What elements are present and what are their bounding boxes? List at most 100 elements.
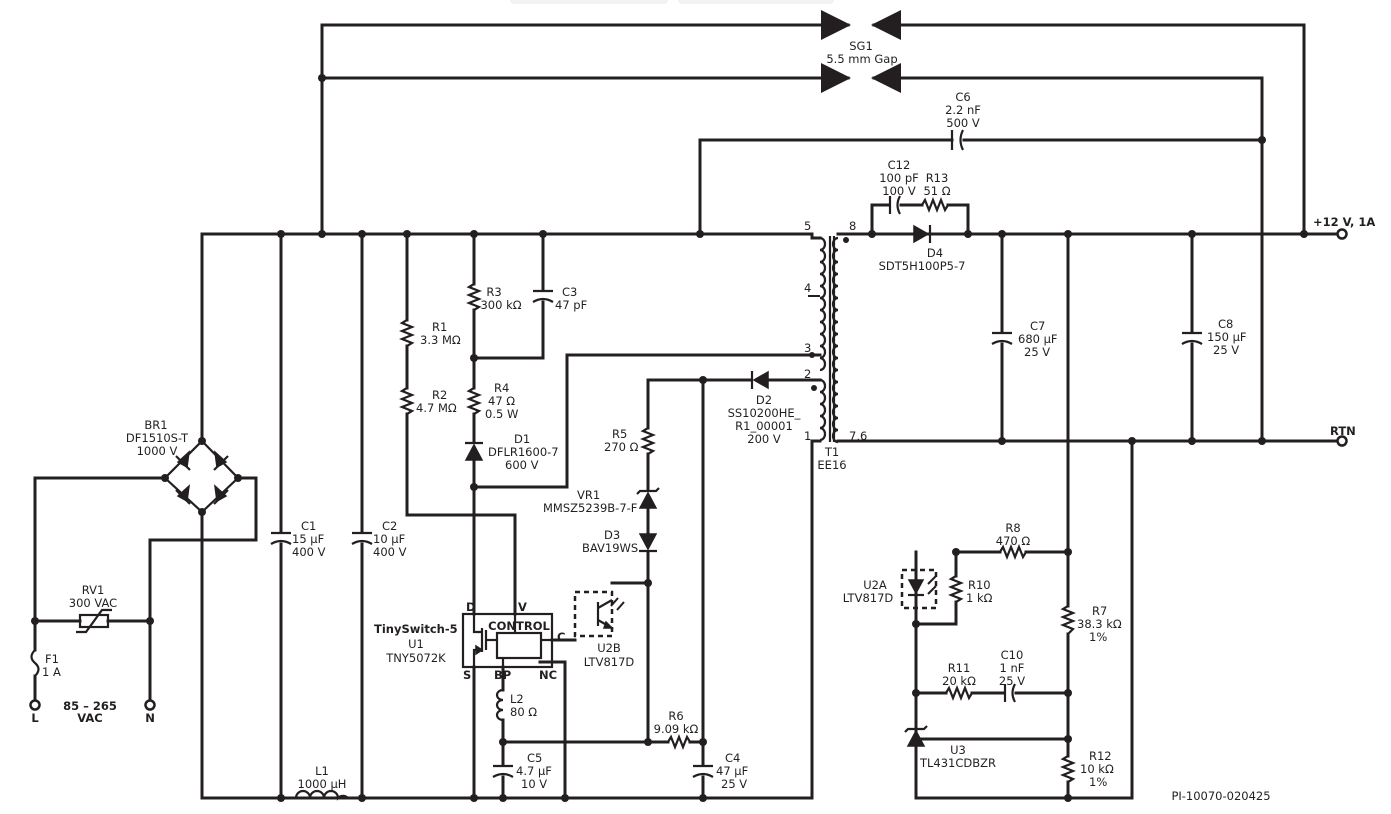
l2-inductor-symbol <box>495 688 504 722</box>
r2-ref: R2 <box>432 388 447 402</box>
d2-rating: 200 V <box>747 432 781 446</box>
r5-value: 270 Ω <box>604 440 639 454</box>
c10-rating: 25 V <box>999 674 1025 688</box>
vr1-ref: VR1 <box>577 488 600 502</box>
u2a-led-symbol <box>900 568 938 610</box>
t1-pin4: 4 <box>804 281 811 295</box>
c5-rating: 10 V <box>521 777 547 791</box>
input-n-terminal[interactable] <box>144 699 156 711</box>
u1-control-label: CONTROL <box>488 619 550 633</box>
r11-value: 20 kΩ <box>942 674 976 688</box>
u1-pin-c: C <box>557 630 565 644</box>
r12-value: 10 kΩ <box>1080 762 1114 776</box>
nc-pin-wire <box>538 660 567 800</box>
c7-value: 680 µF <box>1018 332 1058 346</box>
sg1-ref: SG1 <box>849 39 873 53</box>
resistor-symbols <box>399 197 1076 783</box>
f1-fuse-symbol <box>30 649 40 677</box>
c6-wire-left <box>698 138 954 236</box>
c12-wire-left <box>870 203 890 236</box>
r6-ref: R6 <box>668 709 683 723</box>
d3-part: BAV19WS <box>582 541 638 555</box>
c3-ref: C3 <box>562 285 577 299</box>
r4-rating: 0.5 W <box>485 407 518 421</box>
c4-value: 47 µF <box>716 764 748 778</box>
d2-to-r5 <box>646 378 752 430</box>
rv1-ref: RV1 <box>82 583 105 597</box>
u2b-phototransistor-symbol <box>573 590 625 638</box>
c8-rating: 25 V <box>1213 343 1239 357</box>
r5-ref: R5 <box>612 427 627 441</box>
r6-value: 9.09 kΩ <box>654 722 699 736</box>
c12-ref: C12 <box>888 158 911 172</box>
c5-value: 4.7 µF <box>516 764 552 778</box>
input-range-line2: VAC <box>77 711 102 725</box>
r8-ref: R8 <box>1005 521 1020 535</box>
c3-value: 47 pF <box>555 298 587 312</box>
browser-tab-stub-2 <box>678 0 834 4</box>
rv1-varistor <box>76 608 112 634</box>
c12-value: 100 pF <box>879 171 919 185</box>
output-rtn-terminal[interactable] <box>1336 435 1348 447</box>
u1-family: TinySwitch-5 <box>374 622 458 636</box>
r4-value: 47 Ω <box>488 394 515 408</box>
bridge-ac-right-wire <box>148 476 258 623</box>
d2-part1: SS10200HE_ <box>728 406 801 420</box>
c1-rating: 400 V <box>292 545 326 559</box>
t1-ref: T1 <box>824 445 839 459</box>
u2b-ref: U2B <box>597 641 621 655</box>
u1-part: TNY5072K <box>385 651 446 665</box>
r13-wire-right <box>946 203 970 236</box>
rv1-value: 300 VAC <box>69 596 117 610</box>
r2-to-v-pin <box>405 412 517 616</box>
wiring <box>33 10 1342 800</box>
junction-dots <box>31 74 1308 802</box>
c7-rating: 25 V <box>1024 345 1050 359</box>
u2a-ref: U2A <box>863 578 887 592</box>
d2-ref: D2 <box>756 393 772 407</box>
input-n-label: N <box>145 711 155 725</box>
c2-value: 10 µF <box>373 532 405 546</box>
r11-ref: R11 <box>948 661 971 675</box>
t1-pin3: 3 <box>804 341 811 355</box>
c10-value: 1 nF <box>1000 661 1025 675</box>
f1-value: 1 A <box>42 665 61 679</box>
r10-value: 1 kΩ <box>966 591 993 605</box>
c6-rating: 500 V <box>946 116 980 130</box>
u1-pin-v: V <box>518 600 527 614</box>
t1-pin76: 7,6 <box>849 429 867 443</box>
c12-rating: 100 V <box>882 184 916 198</box>
u1-pin-d: D <box>466 600 476 614</box>
r10-ref: R10 <box>968 578 991 592</box>
c8-ref: C8 <box>1218 317 1233 331</box>
input-range-line1: 85 – 265 <box>63 699 117 713</box>
c2-rating: 400 V <box>373 545 407 559</box>
u2a-part: LTV817D <box>843 591 894 605</box>
br1-bridge-symbol <box>163 439 240 514</box>
l2-value: 80 Ω <box>510 705 537 719</box>
u1-tinyswitch-symbol <box>461 612 554 669</box>
input-l-terminal[interactable] <box>29 699 41 711</box>
r3-ref: R3 <box>486 285 501 299</box>
bridge-ac-left-wire <box>33 476 167 623</box>
diode-symbols <box>464 224 932 747</box>
l2-ref: L2 <box>510 692 524 706</box>
sg1-gap-symbol <box>833 18 889 85</box>
c7-ref: C7 <box>1030 319 1045 333</box>
l1-value: 1000 µH <box>298 777 347 791</box>
output-pos-terminal[interactable] <box>1336 228 1348 240</box>
sg1-wire-top-left <box>320 23 842 236</box>
c3-bottom-lead <box>472 300 545 360</box>
r13-ref: R13 <box>926 171 949 185</box>
c4-rating: 25 V <box>721 777 747 791</box>
r7-ref: R7 <box>1092 604 1107 618</box>
d1-ref: D1 <box>514 432 530 446</box>
output-rtn-label: RTN <box>1330 424 1356 438</box>
t1-core: EE16 <box>817 458 846 472</box>
r1-value: 3.3 MΩ <box>420 333 461 347</box>
u1-pin-s: S <box>463 668 471 682</box>
output-pos-label: +12 V, 1A <box>1313 215 1375 229</box>
vr1-part: MMSZ5239B-7-F <box>543 501 637 515</box>
d1-part: DFLR1600-7 <box>488 445 559 459</box>
